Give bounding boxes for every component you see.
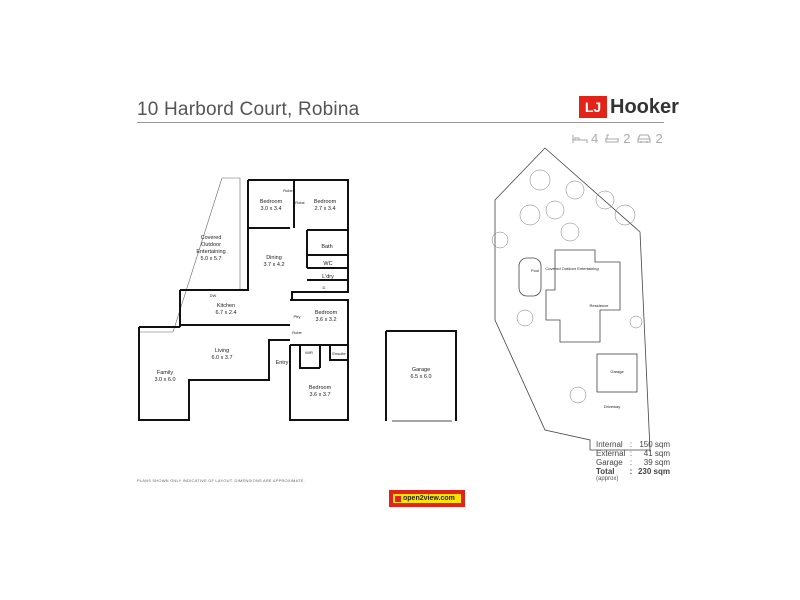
area-approx: (approx) [596,476,619,482]
bedroom3-name: Bedroom [315,310,338,316]
site-driveway: Driveway [604,404,620,409]
area-garage-value: 39 sqm [643,458,670,467]
site-residence: Residence [590,303,610,308]
bedroom3-size: 3.6 x 3.2 [315,317,336,323]
bed-icon [572,134,588,143]
baths-count: 2 [623,131,631,146]
garage-size: 6.5 x 6.0 [410,374,431,380]
dining-name: Dining [266,255,282,261]
robe3-name: Robe [292,330,302,335]
kitchen-size: 6.7 x 2.4 [215,310,236,316]
beds-feature: 4 [572,131,598,146]
bedroom4-name: Bedroom [309,385,332,391]
ensuite-name: Ensuite [332,351,346,356]
d-label: D [323,285,326,290]
area-total-label: Total [596,467,615,476]
living-size: 6.0 x 3.7 [211,355,232,361]
logo-initials: LJ [579,96,607,118]
open2view-mark-icon [395,495,401,502]
area-total: Total:230 sqm [596,467,670,476]
site-garage: Garage [610,369,624,374]
area-total-value: 230 sqm [637,467,670,476]
area-internal-value: 150 sqm [639,440,670,449]
area-internal: Internal:150 sqm [596,440,670,449]
area-sep: : [629,440,633,449]
bedroom1-size: 3.0 x 3.4 [260,206,281,212]
dw-label: DW [210,293,217,298]
wir-name: WIR [305,350,313,355]
logo-text: Hooker [610,95,679,118]
site-outdoor: Covered Outdoor Entertaining [545,266,598,271]
site-pool: Pool [531,268,539,273]
bedroom2-name: Bedroom [314,199,337,205]
cars-count: 2 [655,131,663,146]
area-sep: : [629,458,633,467]
beds-count: 4 [591,131,599,146]
area-external-value: 41 sqm [643,449,670,458]
living-name: Living [215,348,229,354]
area-sep: : [629,449,633,458]
bedroom4-size: 3.6 x 3.7 [309,392,330,398]
area-garage-label: Garage [596,458,623,467]
open2view-text: open2view.com [403,495,455,502]
robe2-name: Robe [295,200,305,205]
header-divider [137,122,664,123]
page-title: 10 Harbord Court, Robina [137,99,360,120]
area-internal-label: Internal [596,440,623,449]
kitchen-name: Kitchen [217,303,235,309]
car-icon [637,133,652,143]
area-sep: : [629,467,633,476]
garage-name: Garage [412,367,430,373]
family-name: Family [157,370,173,376]
property-features: 4 2 2 [572,131,663,146]
outdoor-name3: Entertaining [196,249,225,255]
lj-hooker-logo: LJ Hooker [579,96,679,118]
baths-feature: 2 [604,131,630,146]
open2view-logo[interactable]: open2view.com [389,490,465,507]
dining-size: 3.7 x 4.2 [263,262,284,268]
cars-feature: 2 [636,131,663,146]
outdoor-name1: Covered [201,235,222,241]
bath-icon [605,133,620,143]
area-external-label: External [596,449,626,458]
robe1-name: Robe [283,188,293,193]
laundry-name: L'dry [322,274,334,280]
plan-disclaimer: PLANS SHOWN ONLY INDICATIVE OF LAYOUT. D… [137,478,305,483]
outdoor-size: 5.0 x 5.7 [200,256,221,262]
outdoor-name2: Outdoor [201,242,221,248]
entry-name: Entry [276,360,289,366]
pantry-name: Ptry [293,314,300,319]
area-summary: Internal:150 sqm External:41 sqm Garage:… [596,440,670,482]
area-external: External: 41 sqm [596,449,670,458]
bath-name: Bath [321,244,332,250]
bedroom1-name: Bedroom [260,199,283,205]
area-garage: Garage: 39 sqm [596,458,670,467]
wc-name: WC [323,261,332,267]
bedroom2-size: 2.7 x 3.4 [314,206,335,212]
family-size: 3.0 x 6.0 [154,377,175,383]
